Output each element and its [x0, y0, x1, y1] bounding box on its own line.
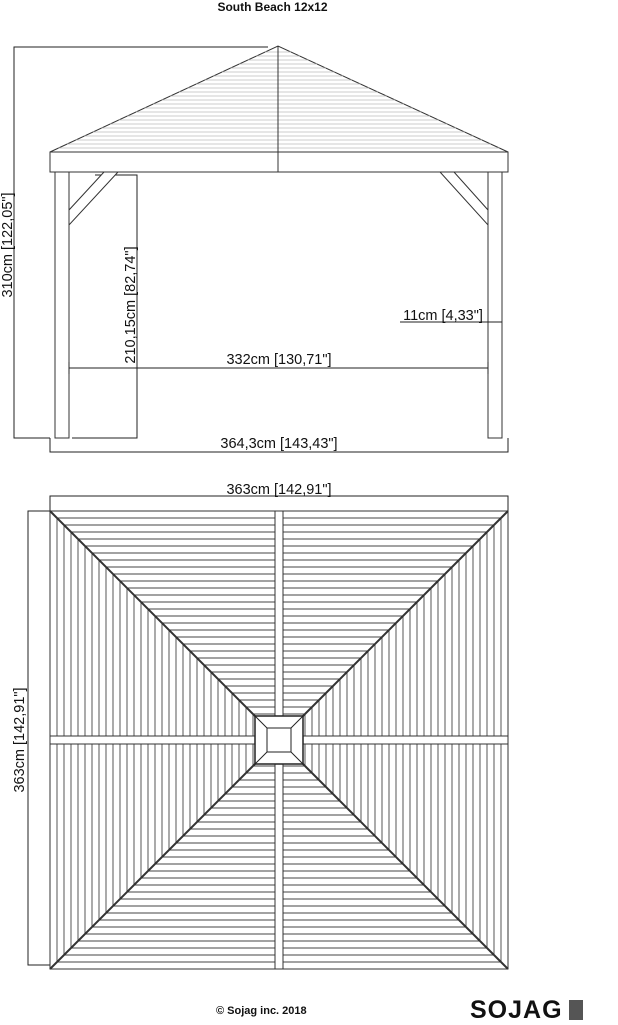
elevation-view	[13, 45, 509, 453]
height-opening-label: 210,15cm [82,74"]	[123, 246, 139, 363]
base-dimension-line	[49, 438, 509, 453]
plan-depth-line	[27, 510, 50, 966]
brace-left	[68, 171, 120, 227]
copyright-notice: © Sojag inc. 2018	[216, 1005, 307, 1017]
height-total-label: 310cm [122,05"]	[0, 192, 16, 297]
plan-width-label: 363cm [142,91"]	[226, 482, 331, 498]
inner-width-label: 332cm [130,71"]	[226, 352, 331, 368]
post-right	[487, 171, 503, 439]
post-left	[54, 171, 70, 439]
drawing-title: South Beach 12x12	[217, 0, 328, 14]
opening-dimension-line	[72, 174, 138, 439]
brace-right	[438, 171, 489, 227]
plan-view	[27, 495, 509, 970]
plan-width-line	[49, 495, 509, 511]
plan-depth-label: 363cm [142,91"]	[12, 687, 28, 792]
roof-beam	[49, 151, 509, 173]
height-dimension-line	[13, 46, 268, 439]
brand-logo: SOJAG	[470, 996, 583, 1025]
brand-mark-icon	[568, 1000, 583, 1020]
base-width-label: 364,3cm [143,43"]	[220, 436, 337, 452]
post-size-label: 11cm [4,33"]	[403, 308, 483, 324]
